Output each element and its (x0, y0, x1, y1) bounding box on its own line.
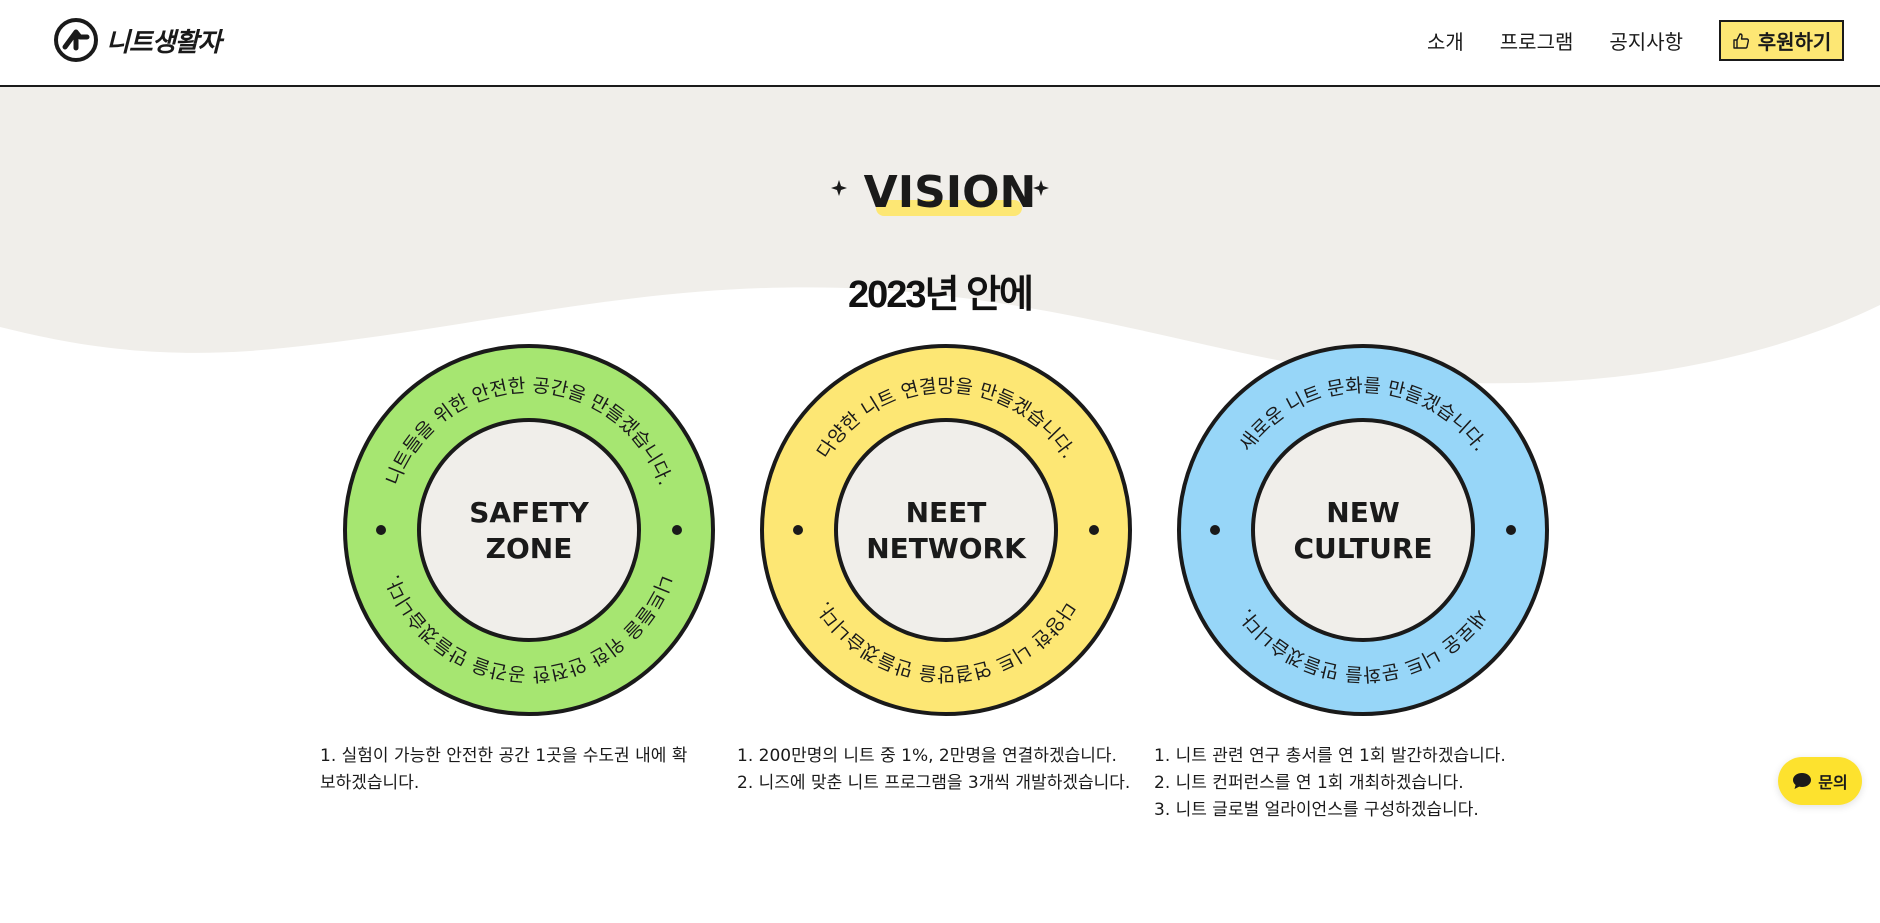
badge-safety-zone: 니트들을 위한 안전한 공간을 만들겠습니다. 니트들을 위한 안전한 공간을 … (343, 344, 715, 716)
goal-item: 3. 니트 글로벌 얼라이언스를 구성하겠습니다. (1154, 800, 1479, 820)
title-highlight (876, 200, 1022, 216)
badge-center (417, 418, 641, 642)
logo-text: 니트생활자 (106, 27, 222, 58)
vision-section: VISION 2023년 안에 니트들을 위한 안전한 공간을 만들겠습니다. … (0, 87, 1880, 923)
badge-neet-network: 다양한 니트 연결망을 만들겠습니다. 다양한 니트 연결망을 만들겠습니다. … (760, 344, 1132, 716)
inquiry-button[interactable]: 문의 (1778, 757, 1862, 805)
dot-right (1506, 525, 1516, 535)
goal-item: 1. 200만명의 니트 중 1%, 2만명을 연결하겠습니다. (737, 746, 1117, 766)
goals-list-network: 1. 200만명의 니트 중 1%, 2만명을 연결하겠습니다. 2. 니즈에 … (737, 743, 1157, 797)
sparkle-icon-left (831, 180, 847, 196)
badge-title-line1: SAFETY (469, 496, 589, 529)
goal-item: 2. 니즈에 맞춘 니트 프로그램을 3개씩 개발하겠습니다. (737, 773, 1131, 793)
thumbs-up-icon (1732, 32, 1749, 49)
goal-item: 2. 니트 컨퍼런스를 연 1회 개최하겠습니다. (1154, 773, 1464, 793)
goal-item: 1. 실험이 가능한 안전한 공간 1곳을 수도권 내에 확보하겠습니다. (320, 746, 688, 793)
nav-program[interactable]: 프로그램 (1499, 30, 1574, 54)
donate-button[interactable]: 후원하기 (1719, 20, 1844, 61)
sparkle-icon-right (1033, 180, 1049, 196)
main-nav: 소개 프로그램 공지사항 후원하기 (1427, 20, 1844, 61)
badge-new-culture: 새로운 니트 문화를 만들겠습니다. 새로운 니트 문화를 만들겠습니다. NE… (1177, 344, 1549, 716)
badge-title-line2: ZONE (486, 532, 573, 565)
year-heading: 2023년 안에 (848, 274, 1034, 316)
logo[interactable]: 니트생활자 (54, 18, 222, 62)
donate-label: 후원하기 (1757, 30, 1832, 54)
logo-icon (54, 18, 98, 62)
nav-intro[interactable]: 소개 (1426, 30, 1464, 54)
vision-title-text: VISION (864, 167, 1037, 218)
dot-right (672, 525, 682, 535)
badge-title-line1: NEW (1326, 496, 1400, 529)
chat-bubble-icon (1793, 773, 1812, 789)
background-wave (0, 87, 1880, 384)
site-header: 니트생활자 소개 프로그램 공지사항 후원하기 (0, 0, 1880, 87)
goal-item: 1. 니트 관련 연구 총서를 연 1회 발간하겠습니다. (1154, 746, 1506, 766)
badge-center (834, 418, 1058, 642)
dot-left (1210, 525, 1220, 535)
vision-title: VISION (820, 157, 1060, 237)
badge-title-line1: NEET (906, 496, 987, 529)
goals-list-culture: 1. 니트 관련 연구 총서를 연 1회 발간하겠습니다. 2. 니트 컨퍼런스… (1154, 743, 1574, 824)
badge-title-line2: NETWORK (866, 532, 1027, 565)
vision-title-graphic: VISION (831, 167, 1049, 218)
dot-left (376, 525, 386, 535)
dot-right (1089, 525, 1099, 535)
badge-center (1251, 418, 1475, 642)
goals-list-safety: 1. 실험이 가능한 안전한 공간 1곳을 수도권 내에 확보하겠습니다. (320, 743, 690, 797)
badge-title-line2: CULTURE (1293, 532, 1432, 565)
nav-notice[interactable]: 공지사항 (1609, 30, 1683, 54)
dot-left (793, 525, 803, 535)
inquiry-label: 문의 (1818, 773, 1848, 792)
